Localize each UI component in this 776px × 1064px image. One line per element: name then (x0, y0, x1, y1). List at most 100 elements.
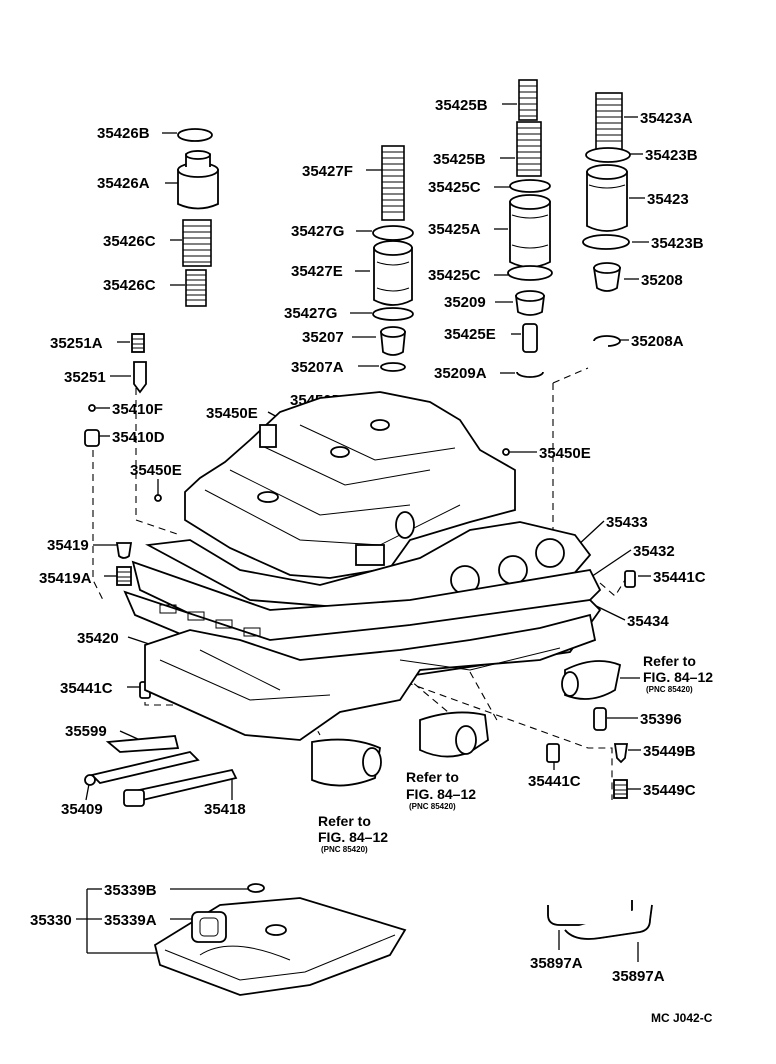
part-35423B (585, 147, 631, 163)
part-35423 (586, 164, 628, 232)
solenoid-left (311, 738, 382, 787)
part-35427G (372, 225, 414, 241)
part-35251A (131, 333, 145, 353)
label-35207A[interactable]: 35207A (291, 359, 344, 376)
label-35432[interactable]: 35432 (633, 543, 675, 560)
label-35418[interactable]: 35418 (204, 801, 246, 818)
label-35426C[interactable]: 35426C (103, 233, 156, 250)
part-35426B (177, 128, 213, 142)
reference-note[interactable]: Refer to FIG. 84–12 (PNC 85420) (318, 813, 388, 854)
label-35450E[interactable]: 35450E (206, 405, 258, 422)
spring-35423A (595, 92, 623, 152)
part-35209 (514, 290, 546, 316)
label-35208[interactable]: 35208 (641, 272, 683, 289)
part-35410D (84, 429, 100, 447)
label-35423B[interactable]: 35423B (651, 235, 704, 252)
label-35419A[interactable]: 35419A (39, 570, 92, 587)
oil-strainer-35330 (153, 897, 407, 996)
label-35396[interactable]: 35396 (640, 711, 682, 728)
part-35208 (592, 262, 622, 292)
part-35409 (84, 774, 96, 786)
label-35441C[interactable]: 35441C (653, 569, 706, 586)
label-35426C[interactable]: 35426C (103, 277, 156, 294)
part-35419A (116, 566, 132, 586)
part-35599 (90, 735, 200, 784)
figure-code: MC J042-C (651, 1011, 713, 1025)
label-35423A[interactable]: 35423A (640, 110, 693, 127)
upper-valve-body-35450D (184, 391, 516, 579)
part-35449B (613, 743, 629, 764)
label-35427G[interactable]: 35427G (291, 223, 344, 240)
label-35426B[interactable]: 35426B (97, 125, 150, 142)
label-35426A[interactable]: 35426A (97, 175, 150, 192)
reference-note-line1: Refer to (406, 769, 459, 785)
label-35425B[interactable]: 35425B (433, 151, 486, 168)
label-35409[interactable]: 35409 (61, 801, 103, 818)
label-35450E[interactable]: 35450E (130, 462, 182, 479)
reference-note[interactable]: Refer to FIG. 84–12 (PNC 85420) (406, 769, 476, 811)
label-35427G[interactable]: 35427G (284, 305, 337, 322)
part-35410F (88, 404, 96, 412)
label-35251A[interactable]: 35251A (50, 335, 103, 352)
label-35423B[interactable]: 35423B (645, 147, 698, 164)
label-35330[interactable]: 35330 (30, 912, 72, 929)
part-35396 (593, 707, 607, 731)
label-35420[interactable]: 35420 (77, 630, 119, 647)
spring-35425B (516, 79, 542, 177)
part-35425A (509, 194, 551, 268)
part-35427E (373, 240, 413, 306)
lower-valve-body-35420 (144, 613, 597, 741)
label-35339A[interactable]: 35339A (104, 912, 157, 929)
reference-note-pnc: (PNC 85420) (321, 845, 368, 854)
label-35425A[interactable]: 35425A (428, 221, 481, 238)
part-35339A (191, 911, 287, 943)
solenoid-middle (419, 711, 489, 758)
label-35208A[interactable]: 35208A (631, 333, 684, 350)
label-35423[interactable]: 35423 (647, 191, 689, 208)
reference-note[interactable]: Refer to FIG. 84–12 (PNC 85420) (643, 653, 713, 694)
label-35441C[interactable]: 35441C (528, 773, 581, 790)
part-35209A (516, 371, 544, 378)
label-35425C[interactable]: 35425C (428, 179, 481, 196)
reference-note-line2: FIG. 84–12 (643, 669, 713, 685)
label-35434[interactable]: 35434 (627, 613, 669, 630)
reference-note-line2: FIG. 84–12 (406, 786, 476, 802)
label-35209[interactable]: 35209 (444, 294, 486, 311)
spring-35426C (182, 219, 212, 307)
part-35339B (247, 883, 265, 893)
part-35425C (507, 265, 553, 281)
reference-note-line1: Refer to (318, 813, 371, 829)
label-35450E[interactable]: 35450E (539, 445, 591, 462)
reference-note-line1: Refer to (643, 653, 696, 669)
label-35410D[interactable]: 35410D (112, 429, 165, 446)
label-35207[interactable]: 35207 (302, 329, 344, 346)
label-35897A[interactable]: 35897A (530, 955, 583, 972)
part-35427G (372, 307, 414, 321)
label-35433[interactable]: 35433 (606, 514, 648, 531)
label-35897A[interactable]: 35897A (612, 968, 665, 985)
label-35425E[interactable]: 35425E (444, 326, 496, 343)
solenoid-right (561, 660, 640, 700)
part-labels: 35426B 35426A 35426C 35426C 35427F 35427… (30, 97, 706, 985)
label-35419[interactable]: 35419 (47, 537, 89, 554)
reference-note-line2: FIG. 84–12 (318, 829, 388, 845)
label-35449B[interactable]: 35449B (643, 743, 696, 760)
label-35251[interactable]: 35251 (64, 369, 106, 386)
label-35441C[interactable]: 35441C (60, 680, 113, 697)
part-35208A (593, 335, 621, 347)
part-35419 (115, 542, 133, 559)
label-35339B[interactable]: 35339B (104, 882, 157, 899)
reference-note-pnc: (PNC 85420) (409, 802, 456, 811)
reference-note-pnc: (PNC 85420) (646, 685, 693, 694)
label-35425C[interactable]: 35425C (428, 267, 481, 284)
label-35410F[interactable]: 35410F (112, 401, 163, 418)
label-35599[interactable]: 35599 (65, 723, 107, 740)
label-35425B[interactable]: 35425B (435, 97, 488, 114)
label-35427F[interactable]: 35427F (302, 163, 353, 180)
part-35450E (154, 448, 510, 502)
label-35427E[interactable]: 35427E (291, 263, 343, 280)
part-35426A (177, 150, 219, 210)
label-35209A[interactable]: 35209A (434, 365, 487, 382)
label-35449C[interactable]: 35449C (643, 782, 696, 799)
